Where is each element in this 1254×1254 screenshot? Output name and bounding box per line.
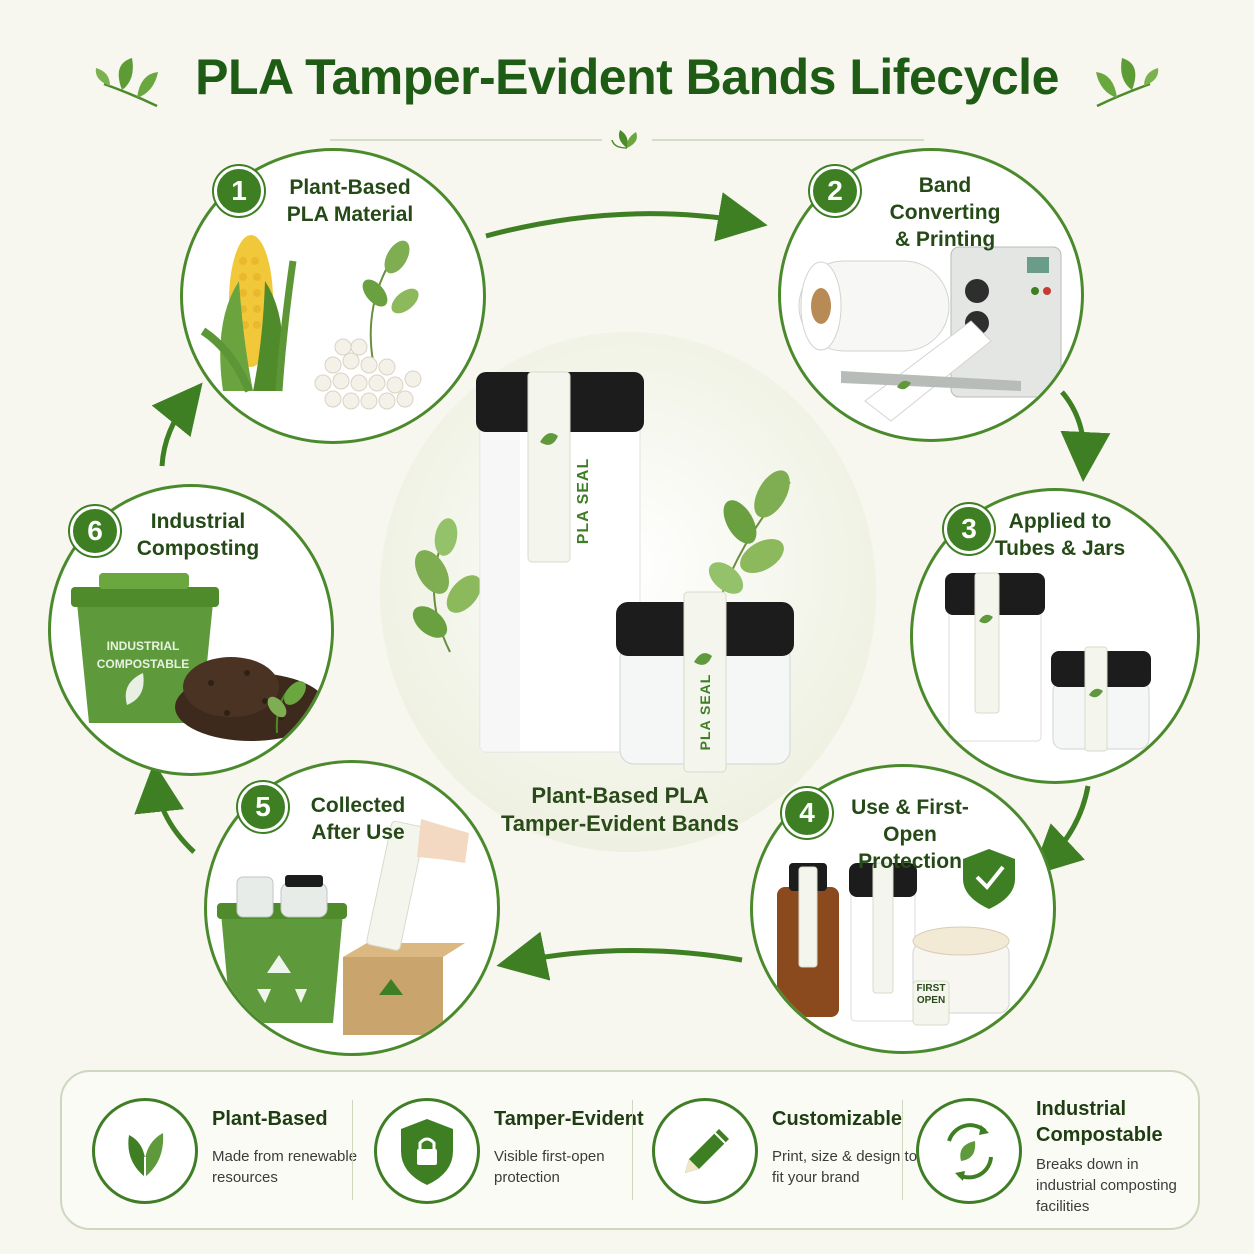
step-3-label: Applied to Tubes & Jars xyxy=(990,508,1130,562)
step-3-number: 3 xyxy=(944,504,994,554)
corn-and-pellets-illustration xyxy=(200,235,422,410)
step-5-label-line2: After Use xyxy=(311,821,405,844)
feature-customizable: Customizable Print, size & design to fit… xyxy=(652,1088,922,1212)
feature-plant-based: Plant-Based Made from renewable resource… xyxy=(92,1088,362,1212)
title-divider xyxy=(330,130,924,149)
step-2-circle xyxy=(778,148,1084,442)
feature-divider xyxy=(902,1100,903,1200)
compost-bin-illustration xyxy=(71,573,327,741)
first-open-products-illustration xyxy=(777,849,1015,1026)
pencil-icon xyxy=(652,1098,758,1204)
step-2-label: Band Converting & Printing xyxy=(862,172,1028,253)
first-open-label: FIRST OPEN xyxy=(913,983,949,1007)
center-hero-circle: PLA SEAL PLA SEAL xyxy=(380,332,876,852)
leaves-icon xyxy=(92,1098,198,1204)
arrow-4-to-5 xyxy=(496,931,743,981)
step-5-label: Collected After Use xyxy=(290,792,426,846)
leaf-branch-right xyxy=(708,470,791,633)
step-6-number: 6 xyxy=(70,506,120,556)
tall-tube xyxy=(476,371,644,753)
step-4-label-line2: Protection xyxy=(858,850,962,873)
step-2-label-line1: Band Converting xyxy=(889,174,1001,224)
features-bar: Plant-Based Made from renewable resource… xyxy=(60,1070,1200,1230)
bin-label: INDUSTRIAL COMPOSTABLE xyxy=(89,637,197,673)
step-1-label-line2: PLA Material xyxy=(286,203,414,226)
bin-leaf-icon xyxy=(125,673,144,705)
center-label-line2: Tamper-Evident Bands xyxy=(501,811,739,836)
step-5-number: 5 xyxy=(238,782,288,832)
feature-tamper-evident: Tamper-Evident Visible first-open protec… xyxy=(374,1088,644,1212)
step-2-label-line2: & Printing xyxy=(894,228,996,251)
step-3-circle xyxy=(910,488,1200,784)
arrow-3-to-4 xyxy=(1031,785,1091,876)
step-4-number: 4 xyxy=(782,788,832,838)
bin-label-line2: COMPOSTABLE xyxy=(96,657,190,671)
step-4-label: Use & First-Open Protection xyxy=(826,794,994,875)
glass-jar xyxy=(616,591,794,773)
step-6-label-line2: Composting xyxy=(136,537,260,560)
center-product-illustration xyxy=(412,371,794,773)
feature-industrial-compostable: Industrial Compostable Breaks down in in… xyxy=(916,1088,1186,1215)
center-label: Plant-Based PLA Tamper-Evident Bands xyxy=(490,782,750,838)
feature-divider xyxy=(632,1100,633,1200)
collection-bins-illustration xyxy=(217,819,469,1035)
feature-desc: Print, size & design to fit your brand xyxy=(772,1148,918,1186)
step-4-label-line1: Use & First-Open xyxy=(851,796,969,846)
arrow-2-to-3 xyxy=(1060,390,1111,482)
feature-desc: Visible first-open protection xyxy=(494,1148,605,1186)
step-1-label: Plant-Based PLA Material xyxy=(270,174,430,228)
feature-title: Tamper-Evident xyxy=(494,1108,644,1130)
center-tube-band-text: PLA SEAL xyxy=(575,457,592,545)
printing-machine-illustration xyxy=(798,246,1062,422)
step-2-number: 2 xyxy=(810,166,860,216)
shield-check-icon xyxy=(963,849,1015,909)
center-jar-band-text: PLA SEAL xyxy=(697,673,713,751)
first-open-label-line1: FIRST xyxy=(916,983,946,994)
step-3-label-line1: Applied to xyxy=(1008,510,1112,533)
leaf-branch-left xyxy=(412,518,482,653)
leaf-sprig-icon-right xyxy=(1096,58,1159,108)
arrow-6-to-1 xyxy=(151,382,203,467)
feature-desc: Made from renewable resources xyxy=(212,1148,358,1186)
feature-divider xyxy=(352,1100,353,1200)
step-1-circle xyxy=(180,148,486,444)
arrow-5-to-6 xyxy=(134,762,196,854)
shield-lock-icon xyxy=(374,1098,480,1204)
step-1-number: 1 xyxy=(214,166,264,216)
feature-title: Plant-Based xyxy=(212,1108,328,1130)
leaf-sprig-icon-left xyxy=(95,58,158,108)
step-6-label: Industrial Composting xyxy=(128,508,268,562)
center-label-line1: Plant-Based PLA xyxy=(531,783,709,808)
step-1-label-line1: Plant-Based xyxy=(289,176,411,199)
recycle-icon xyxy=(257,955,307,1003)
step-6-label-line1: Industrial xyxy=(150,510,246,533)
feature-title: Industrial Compostable xyxy=(1036,1098,1163,1146)
page-title: PLA Tamper-Evident Bands Lifecycle xyxy=(195,49,1059,105)
feature-title: Customizable xyxy=(772,1108,903,1130)
step-3-label-line2: Tubes & Jars xyxy=(994,537,1126,560)
arrow-1-to-2 xyxy=(485,192,768,242)
step-5-label-line1: Collected xyxy=(310,794,406,817)
bin-label-line1: INDUSTRIAL xyxy=(106,639,180,653)
feature-desc: Breaks down in industrial composting fac… xyxy=(1036,1156,1177,1215)
compost-cycle-icon xyxy=(916,1098,1022,1204)
tubes-and-jars-illustration xyxy=(945,572,1151,752)
first-open-label-line2: OPEN xyxy=(916,995,946,1006)
